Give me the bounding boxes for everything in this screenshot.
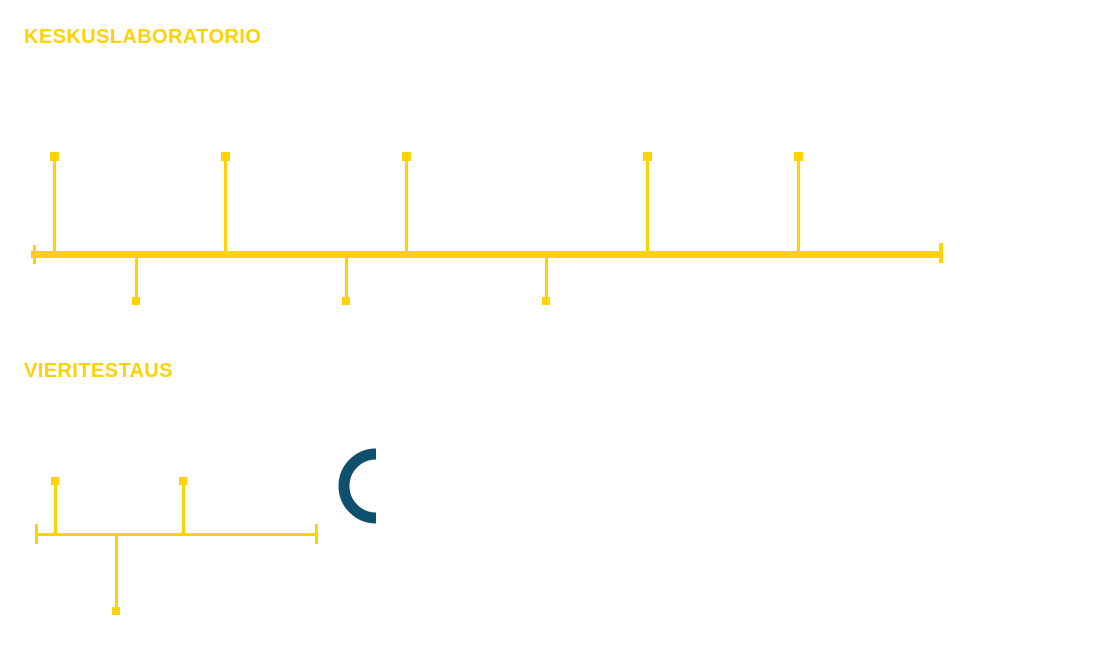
timeline-1-up-tick-line-1 bbox=[181, 484, 185, 533]
timeline-0-up-tick-line-0 bbox=[52, 160, 56, 251]
timeline-1-up-tick-marker-0 bbox=[51, 477, 59, 485]
timeline-0-up-tick-line-3 bbox=[645, 160, 649, 251]
timeline-0-up-tick-line-4 bbox=[796, 160, 800, 251]
timeline-0-up-tick-marker-0 bbox=[49, 152, 59, 161]
timeline-0-down-tick-line-0 bbox=[134, 258, 138, 297]
timeline-1-down-tick-line-0 bbox=[114, 536, 118, 607]
timeline-0-axis bbox=[31, 251, 939, 258]
timeline-1-endcap-1 bbox=[315, 524, 318, 544]
timeline-0-down-tick-line-1 bbox=[344, 258, 348, 297]
timeline-0-up-tick-marker-4 bbox=[793, 152, 803, 161]
timeline-0-endcap-0 bbox=[33, 245, 36, 264]
timeline-0-down-tick-marker-1 bbox=[342, 297, 350, 305]
section-title-keskuslaboratorio: KESKUSLABORATORIO bbox=[24, 26, 262, 48]
timeline-0-up-tick-line-2 bbox=[404, 160, 408, 251]
timeline-0-endcap-1 bbox=[939, 243, 943, 263]
timeline-1-up-tick-marker-1 bbox=[179, 477, 187, 485]
section-title-vieritestaus: VIERITESTAUS bbox=[24, 360, 173, 382]
timeline-1-down-tick-marker-0 bbox=[112, 607, 120, 615]
timeline-0-up-tick-line-1 bbox=[223, 160, 227, 251]
timeline-1-endcap-0 bbox=[35, 524, 38, 544]
timeline-0-down-tick-line-2 bbox=[544, 258, 548, 297]
timeline-1-axis bbox=[35, 533, 318, 536]
timeline-0-up-tick-marker-3 bbox=[642, 152, 652, 161]
timeline-1-up-tick-line-0 bbox=[53, 484, 57, 533]
timeline-0-up-tick-marker-2 bbox=[401, 152, 411, 161]
timeline-0-down-tick-marker-0 bbox=[132, 297, 140, 305]
timeline-0-down-tick-marker-2 bbox=[542, 297, 550, 305]
c-arc-icon bbox=[338, 448, 377, 524]
timeline-0-up-tick-marker-1 bbox=[220, 152, 230, 161]
